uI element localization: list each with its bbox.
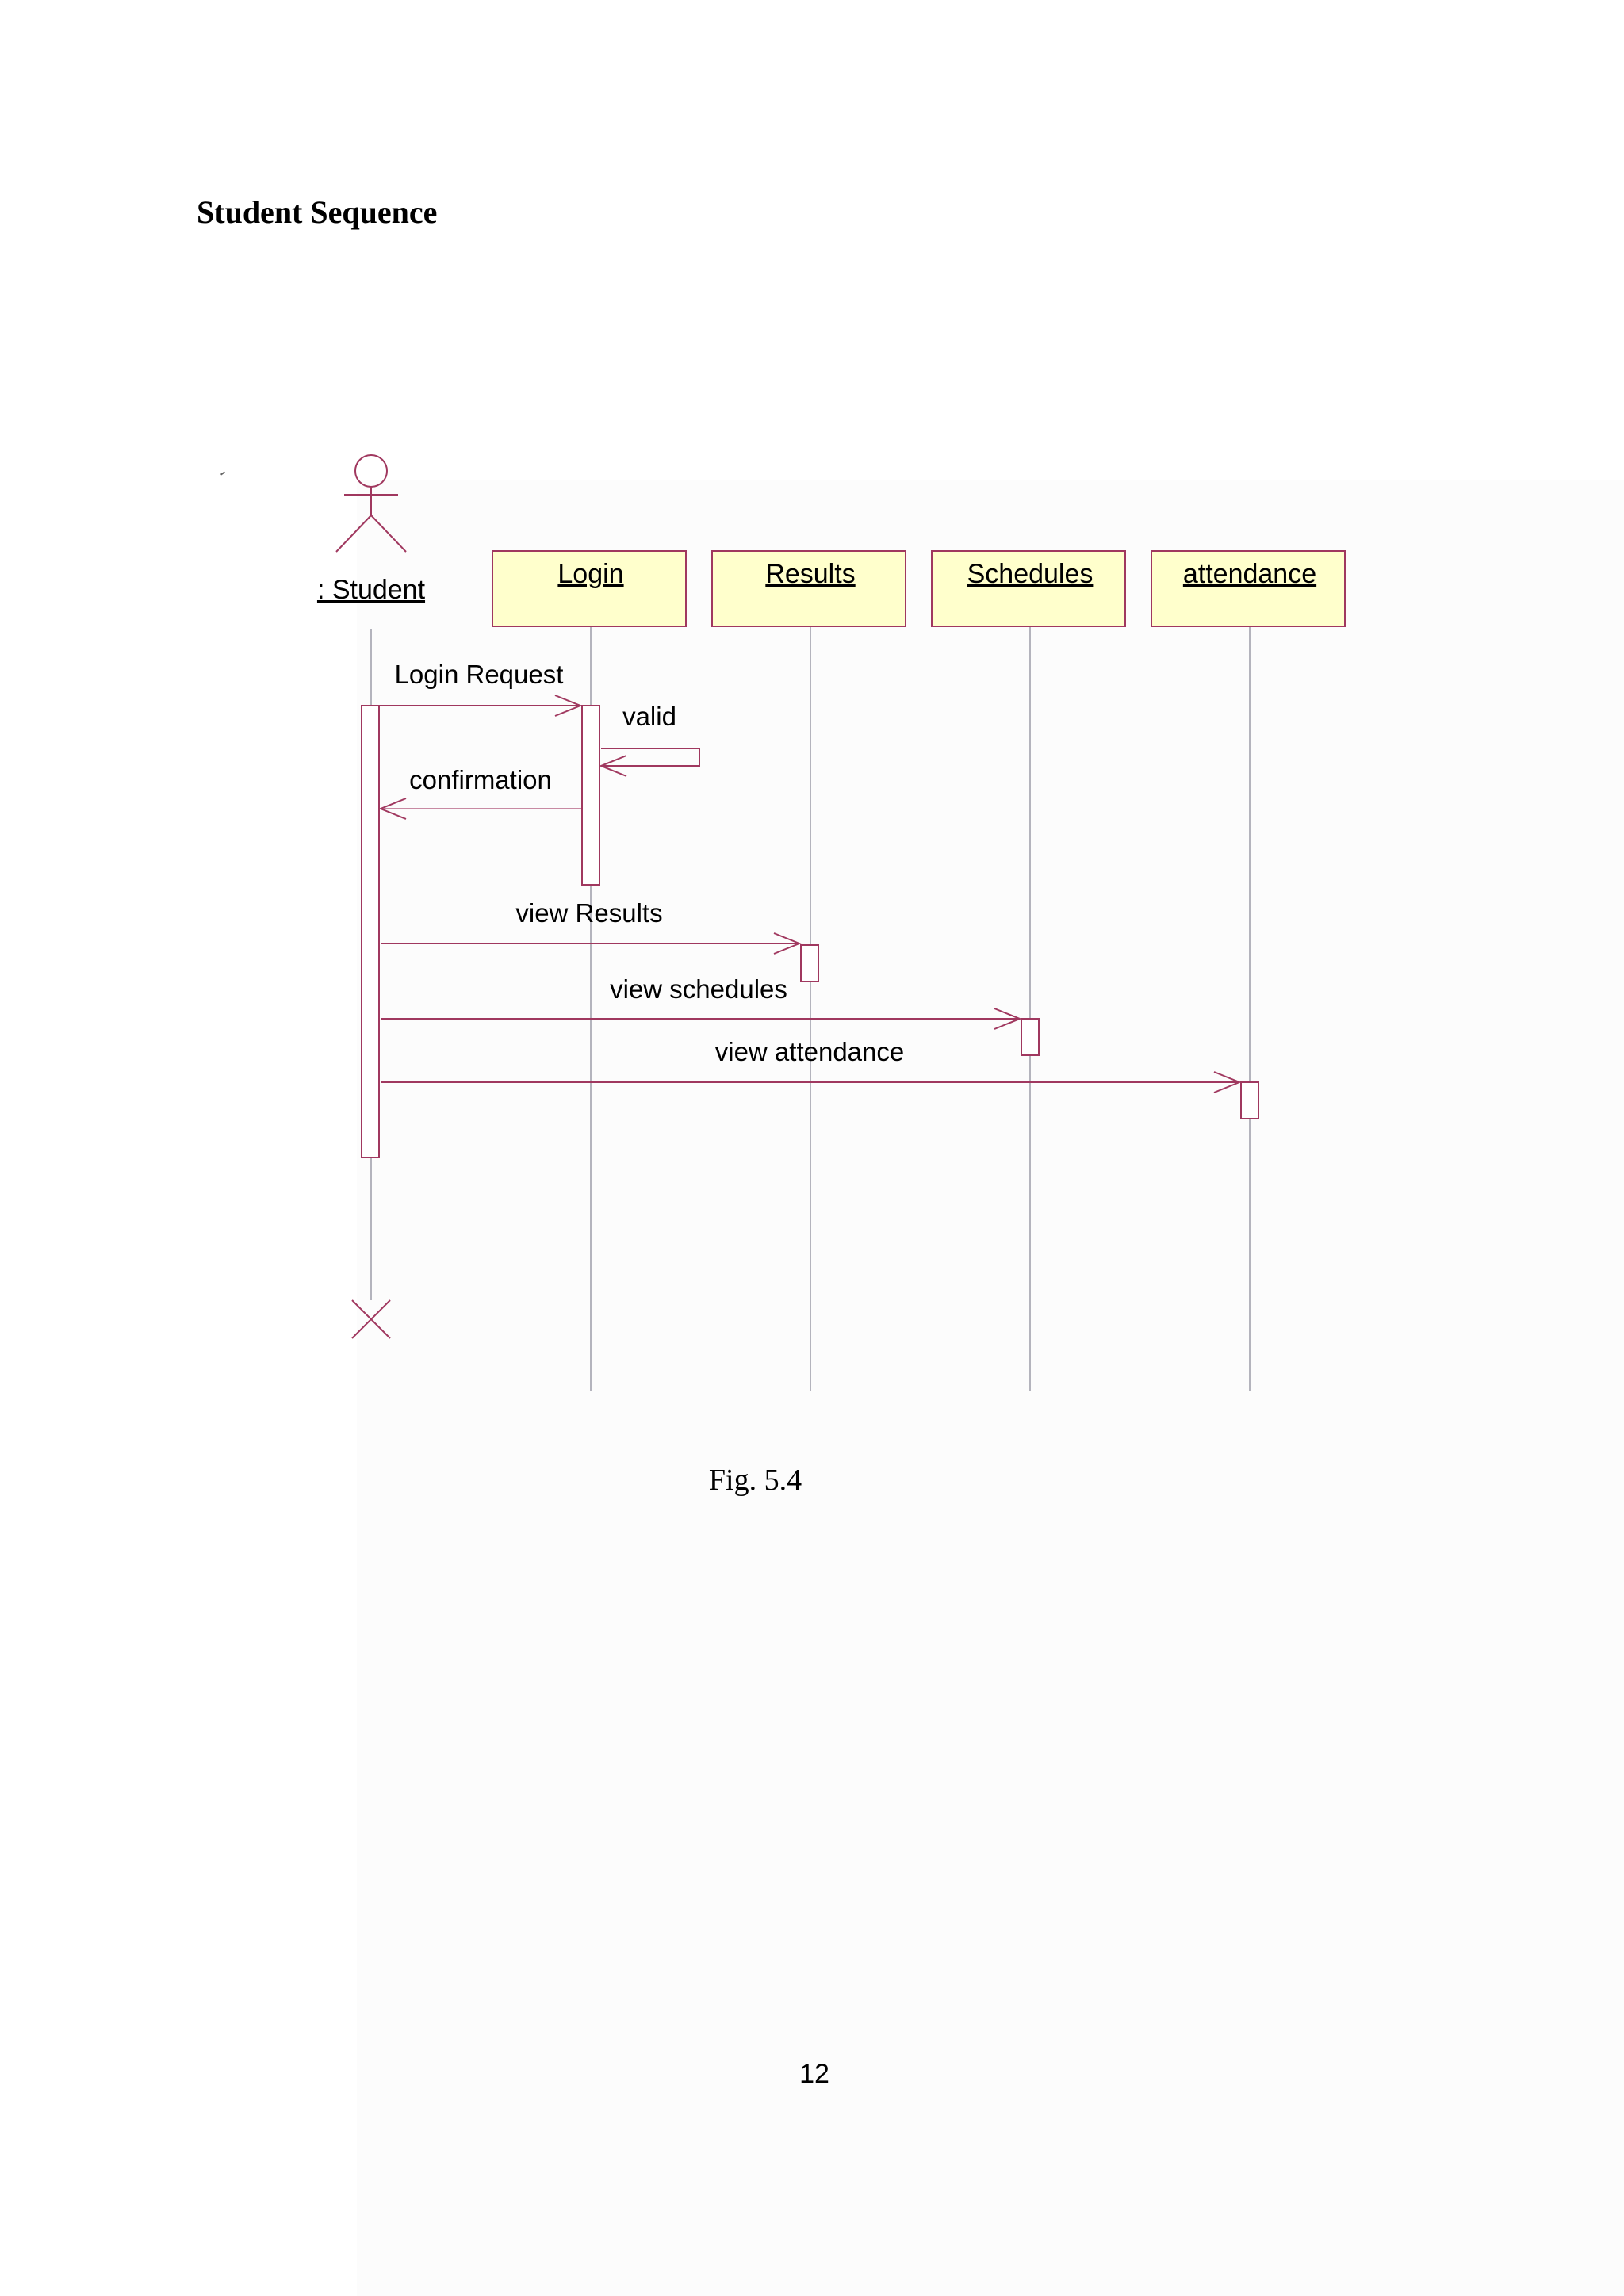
activation-login bbox=[581, 705, 600, 886]
message-view-schedules-arrowhead bbox=[994, 1008, 1022, 1030]
message-view-results-arrowhead bbox=[773, 932, 802, 955]
object-attendance: attendance bbox=[1151, 550, 1346, 627]
figure-caption: Fig. 5.4 bbox=[708, 1464, 802, 1497]
object-box-login bbox=[492, 550, 687, 627]
activation-student bbox=[361, 705, 380, 1158]
message-view-attendance-arrowhead bbox=[1213, 1071, 1242, 1093]
activation-attendance bbox=[1240, 1081, 1259, 1119]
activation-schedules bbox=[1021, 1018, 1040, 1056]
message-label-view-results: view Results bbox=[515, 898, 662, 928]
object-login: Login bbox=[492, 550, 687, 627]
page-background bbox=[357, 480, 1624, 2296]
object-label-results: Results bbox=[765, 559, 855, 589]
object-results: Results bbox=[711, 550, 906, 627]
actor-head bbox=[354, 454, 388, 488]
message-label-view-schedules: view schedules bbox=[610, 974, 787, 1004]
messages bbox=[378, 695, 1242, 1093]
message-label-valid: valid bbox=[622, 702, 676, 731]
message-label-view-attendance: view attendance bbox=[715, 1037, 905, 1066]
page-number: 12 bbox=[799, 2059, 829, 2089]
message-valid-arrowhead bbox=[599, 755, 627, 777]
activation-bars bbox=[361, 705, 1259, 1158]
destruction-marker bbox=[351, 1299, 391, 1339]
page-heading: Student Sequence bbox=[197, 194, 438, 230]
lifelines bbox=[370, 626, 1251, 1391]
actor-right-leg bbox=[370, 515, 407, 553]
message-valid-line bbox=[601, 748, 700, 767]
object-box-attendance bbox=[1151, 550, 1346, 627]
object-box-schedules bbox=[931, 550, 1126, 627]
message-label-confirmation: confirmation bbox=[409, 765, 552, 794]
message-login-request-arrowhead bbox=[554, 695, 583, 717]
actor-label: : Student bbox=[317, 575, 426, 605]
actor-left-leg bbox=[335, 515, 372, 553]
object-label-attendance: attendance bbox=[1183, 559, 1316, 589]
object-label-login: Login bbox=[557, 559, 623, 589]
actor-student: : Student bbox=[317, 454, 426, 605]
activation-results bbox=[800, 944, 819, 982]
message-label-login-request: Login Request bbox=[395, 660, 564, 689]
object-schedules: Schedules bbox=[931, 550, 1126, 627]
object-label-schedules: Schedules bbox=[967, 559, 1094, 589]
object-box-results bbox=[711, 550, 906, 627]
message-confirmation-arrowhead bbox=[378, 798, 407, 820]
